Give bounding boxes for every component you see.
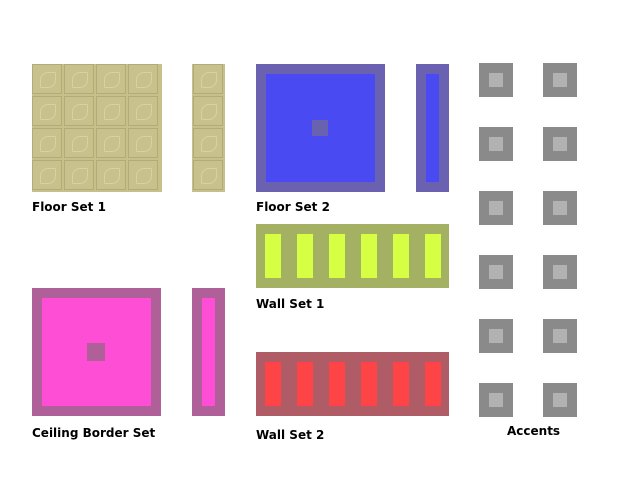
floor-tile <box>96 64 126 94</box>
wall-set-1-bar <box>361 234 377 278</box>
floor-tile <box>128 128 158 158</box>
floor-tile <box>64 160 94 190</box>
ceiling-border-center-dot <box>87 343 105 361</box>
floor-set-2-strip[interactable] <box>416 64 449 192</box>
wall-set-2-bar <box>425 362 441 406</box>
floor-tile <box>96 128 126 158</box>
accent-tile[interactable] <box>543 127 577 161</box>
floor-set-2-tile[interactable] <box>256 64 385 192</box>
accent-tile[interactable] <box>479 191 513 225</box>
ceiling-border-set-label: Ceiling Border Set <box>32 426 156 440</box>
floor-set-1-column[interactable] <box>192 64 225 192</box>
accents-label: Accents <box>507 424 561 438</box>
floor-tile <box>64 64 94 94</box>
accent-inner <box>553 393 567 407</box>
floor-set-2-center-dot <box>312 120 328 136</box>
wall-set-2-label: Wall Set 2 <box>256 428 325 442</box>
accent-tile[interactable] <box>479 319 513 353</box>
accent-tile[interactable] <box>543 383 577 417</box>
accent-inner <box>489 265 503 279</box>
floor-tile <box>32 64 62 94</box>
wall-set-2-bar <box>297 362 313 406</box>
accent-inner <box>489 393 503 407</box>
wall-set-1-label: Wall Set 1 <box>256 297 325 311</box>
accent-inner <box>553 265 567 279</box>
ceiling-border-tile[interactable] <box>32 288 161 416</box>
accent-tile[interactable] <box>479 255 513 289</box>
floor-set-2-strip-fill <box>426 74 439 182</box>
wall-set-1-bar <box>393 234 409 278</box>
floor-tile <box>193 128 223 158</box>
accent-inner <box>553 201 567 215</box>
accent-inner <box>489 137 503 151</box>
floor-tile <box>64 96 94 126</box>
accent-inner <box>489 329 503 343</box>
floor-tile <box>193 64 223 94</box>
floor-tile <box>193 160 223 190</box>
floor-tile <box>32 96 62 126</box>
accent-tile[interactable] <box>479 127 513 161</box>
accent-inner <box>553 73 567 87</box>
floor-tile <box>193 96 223 126</box>
wall-set-1-strip[interactable] <box>256 224 449 288</box>
accent-inner <box>489 73 503 87</box>
accent-tile[interactable] <box>543 319 577 353</box>
accent-inner <box>553 137 567 151</box>
accent-tile[interactable] <box>479 63 513 97</box>
wall-set-2-strip[interactable] <box>256 352 449 416</box>
wall-set-1-bar <box>297 234 313 278</box>
accent-tile[interactable] <box>543 255 577 289</box>
ceiling-border-strip[interactable] <box>192 288 225 416</box>
floor-tile <box>32 160 62 190</box>
floor-tile <box>128 96 158 126</box>
accent-inner <box>553 329 567 343</box>
accent-tile[interactable] <box>543 191 577 225</box>
accent-tile[interactable] <box>543 63 577 97</box>
floor-tile <box>128 160 158 190</box>
wall-set-1-bar <box>265 234 281 278</box>
floor-tile <box>96 96 126 126</box>
wall-set-2-bar <box>329 362 345 406</box>
accent-inner <box>489 201 503 215</box>
wall-set-2-bar <box>265 362 281 406</box>
floor-set-1-label: Floor Set 1 <box>32 200 106 214</box>
floor-set-2-label: Floor Set 2 <box>256 200 330 214</box>
wall-set-1-bar <box>425 234 441 278</box>
floor-set-1-tileset[interactable] <box>32 64 162 192</box>
ceiling-border-strip-fill <box>202 298 215 406</box>
floor-tile <box>128 64 158 94</box>
wall-set-2-bar <box>361 362 377 406</box>
wall-set-1-bar <box>329 234 345 278</box>
accent-tile[interactable] <box>479 383 513 417</box>
floor-tile <box>96 160 126 190</box>
wall-set-2-bar <box>393 362 409 406</box>
floor-tile <box>32 128 62 158</box>
floor-tile <box>64 128 94 158</box>
